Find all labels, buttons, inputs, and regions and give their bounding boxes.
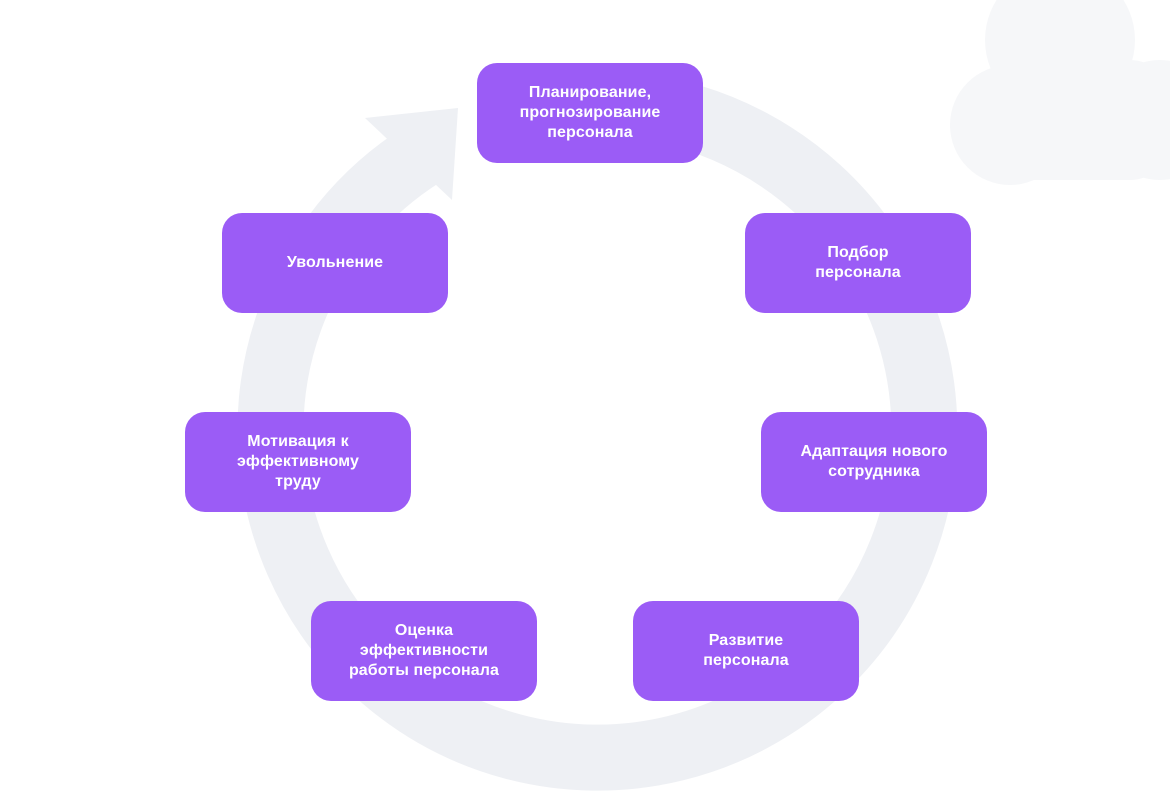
stage-planning-box: Планирование, прогнозирование персонала xyxy=(477,63,703,163)
stage-dismissal-box: Увольнение xyxy=(222,213,448,313)
stage-selection-box: Подбор персонала xyxy=(745,213,971,313)
stage-evaluation-box: Оценка эффективности работы персонала xyxy=(311,601,537,701)
stage-development-box: Развитие персонала xyxy=(633,601,859,701)
stage-adaptation-box: Адаптация нового сотрудника xyxy=(761,412,987,512)
cycle-arrowhead-icon xyxy=(365,108,458,200)
stage-motivation-box: Мотивация к эффективному труду xyxy=(185,412,411,512)
